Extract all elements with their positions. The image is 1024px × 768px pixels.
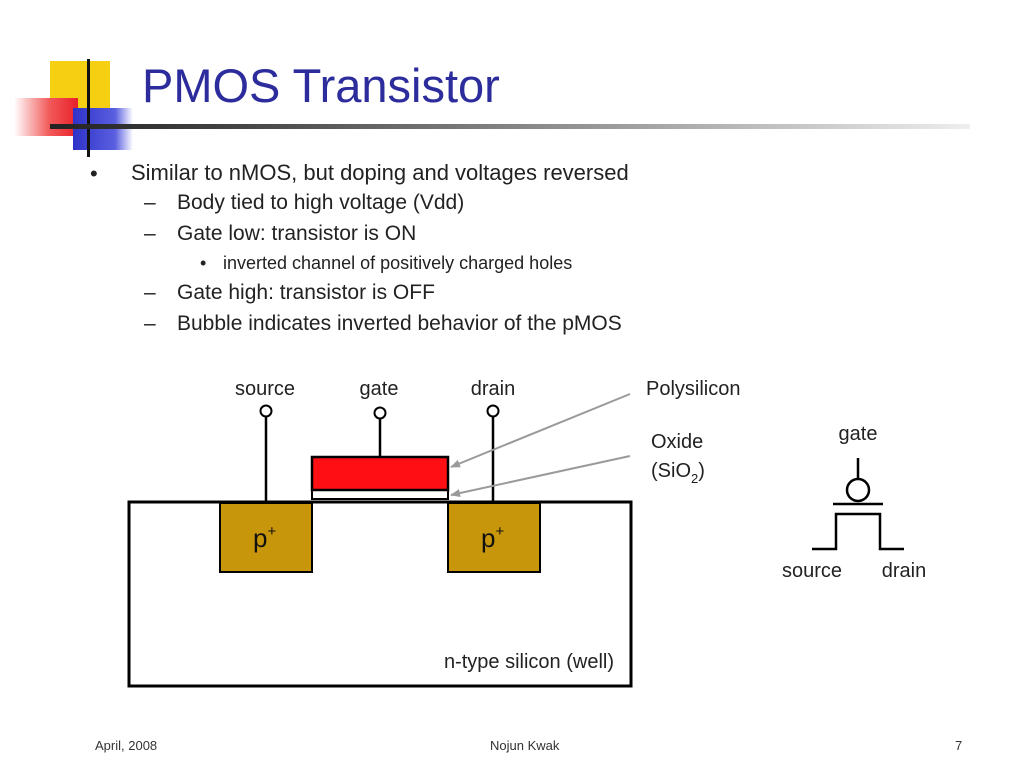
logo-blue-square: [73, 108, 133, 150]
oxide-arrow: [450, 455, 631, 497]
drain-label: drain: [471, 378, 515, 400]
drain-diffusion-label: p+: [481, 523, 504, 553]
symbol-source-label: source: [782, 560, 842, 582]
bullet-dash: –: [144, 312, 156, 335]
cross-section: source gate drain p+ p+ n-type silicon (…: [127, 378, 740, 688]
symbol-drain-label: drain: [882, 560, 926, 582]
footer-date: April, 2008: [95, 738, 158, 753]
diffusion-plus: +: [267, 523, 276, 540]
source-diffusion-label: p+: [253, 523, 276, 553]
substrate-label: n-type silicon (well): [444, 651, 614, 673]
drain-terminal: [486, 404, 500, 418]
oxide-formula-suffix: ): [698, 460, 705, 482]
gate-terminal: [373, 406, 387, 420]
bullet-dash: –: [144, 191, 156, 214]
footer-author: Nojun Kwak: [490, 738, 560, 753]
bullet-marker: •: [90, 161, 98, 186]
diffusion-p: p: [481, 523, 495, 553]
slide-title: PMOS Transistor: [142, 59, 500, 112]
diffusion-p: p: [253, 523, 267, 553]
logo-red-bar: [14, 98, 78, 136]
logo-vertical-line: [87, 59, 90, 157]
bullet-item: Similar to nMOS, but doping and voltages…: [131, 160, 629, 185]
symbol-channel: [812, 512, 904, 551]
gate-label: gate: [360, 378, 399, 400]
bullet-item: Body tied to high voltage (Vdd): [177, 191, 465, 214]
oxide-formula: (SiO2): [651, 460, 705, 486]
bullet-item: Bubble indicates inverted behavior of th…: [177, 312, 622, 335]
source-label: source: [235, 378, 295, 400]
symbol-gate-label: gate: [839, 423, 878, 445]
oxide-formula-subscript: 2: [691, 471, 698, 486]
bullet-marker: •: [200, 253, 207, 273]
oxide-formula-prefix: (SiO: [651, 460, 691, 482]
bullet-item: inverted channel of positively charged h…: [223, 253, 573, 273]
polysilicon-gate: [310, 455, 450, 492]
inversion-bubble-icon: [845, 477, 871, 503]
substrate-well: [127, 500, 633, 688]
bullet-dash: –: [144, 222, 156, 245]
polysilicon-label: Polysilicon: [646, 378, 740, 400]
bullet-item: Gate low: transistor is ON: [177, 222, 417, 245]
bullet-dash: –: [144, 281, 156, 304]
polysilicon-arrow: [450, 393, 631, 468]
drain-diffusion: [447, 502, 541, 573]
source-diffusion: [219, 502, 313, 573]
footer-page-number: 7: [955, 738, 963, 753]
source-terminal: [259, 404, 273, 418]
diffusion-plus: +: [495, 523, 504, 540]
title-rule: [50, 124, 970, 129]
oxide-label: Oxide: [651, 431, 703, 453]
bullet-item: Gate high: transistor is OFF: [177, 281, 435, 304]
pmos-symbol: gate source drain: [782, 423, 926, 582]
